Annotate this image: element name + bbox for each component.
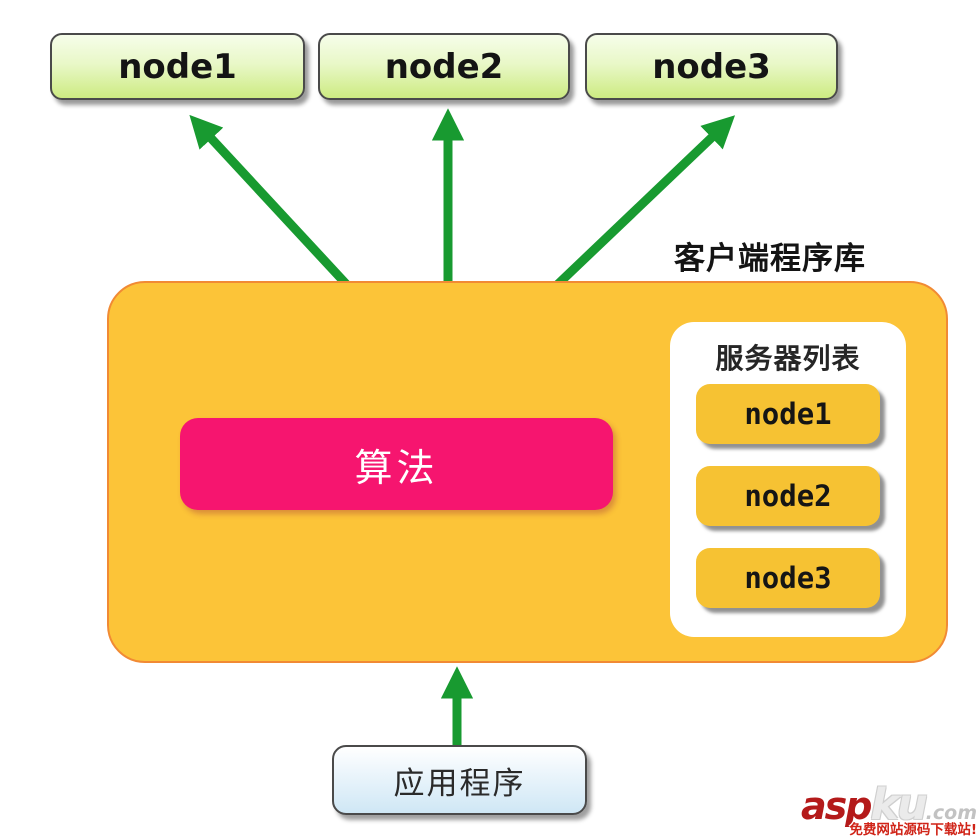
server-list-node-1-label: node1	[744, 397, 832, 431]
server-list-node-1: node1	[696, 384, 880, 444]
application-label: 应用程序	[393, 765, 526, 802]
top-node-1: node1	[50, 33, 305, 100]
server-list-node-2-label: node2	[744, 479, 832, 513]
watermark-tagline: 免费网站源码下载站!	[849, 822, 977, 838]
server-list-title: 服务器列表	[715, 342, 861, 375]
top-node-2-label: node2	[384, 46, 504, 87]
top-node-2: node2	[318, 33, 570, 100]
top-node-3-label: node3	[652, 46, 771, 87]
top-node-1-label: node1	[118, 46, 237, 87]
watermark-asp: asp	[800, 784, 872, 828]
top-node-3: node3	[585, 33, 838, 100]
watermark-ku: ku	[870, 780, 927, 830]
arrow-library-to-node3	[552, 115, 736, 290]
server-list-node-2: node2	[696, 466, 880, 526]
server-list-panel: 服务器列表 node1 node2 node3	[670, 322, 906, 637]
watermark-tld: .com	[925, 802, 977, 824]
client-library-label: 客户端程序库	[674, 241, 866, 277]
application-box: 应用程序	[332, 745, 587, 815]
watermark: asp ku .com 免费网站源码下载站!	[801, 784, 977, 839]
algorithm-label: 算法	[354, 445, 439, 490]
watermark-brand: asp ku .com	[801, 784, 977, 827]
server-list-node-3-label: node3	[744, 561, 832, 595]
arrow-library-to-node1	[189, 114, 352, 290]
algorithm-box: 算法	[180, 418, 613, 510]
server-list-node-3: node3	[696, 548, 880, 608]
